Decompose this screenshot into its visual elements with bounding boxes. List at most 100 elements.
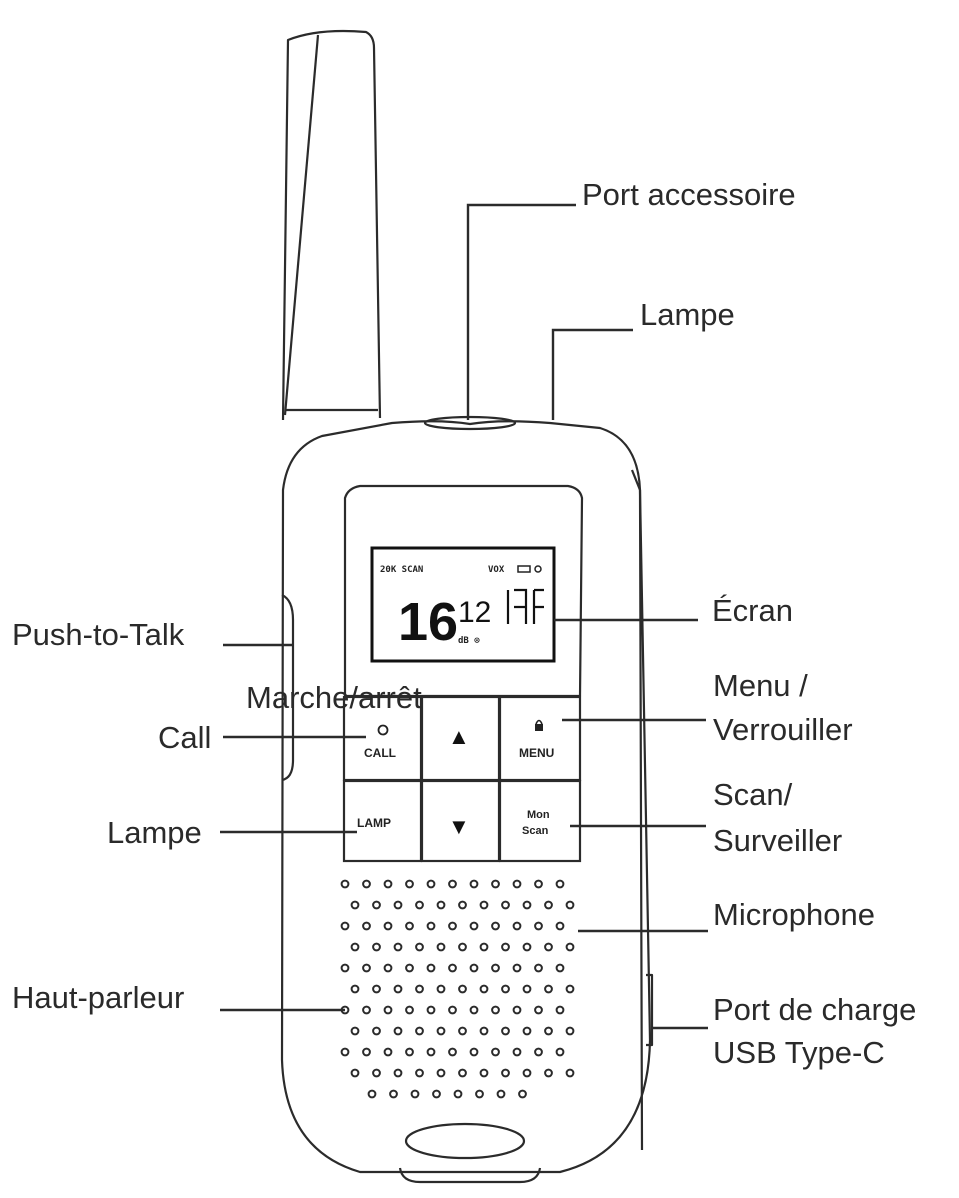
- speaker-grille: [340, 879, 575, 1099]
- speaker-hole: [383, 963, 393, 973]
- menu-button[interactable]: [498, 695, 582, 782]
- speaker-hole: [340, 921, 350, 931]
- speaker-hole: [436, 1068, 446, 1078]
- speaker-hole: [534, 1005, 543, 1015]
- speaker-hole: [405, 921, 414, 931]
- speaker-hole: [565, 984, 575, 994]
- speaker-hole: [415, 1068, 424, 1078]
- speaker-hole: [436, 942, 446, 952]
- label-menu-line1: Menu /: [713, 668, 808, 703]
- speaker-hole: [565, 900, 575, 910]
- lamp-key-label: LAMP: [357, 816, 391, 830]
- lamp-button[interactable]: [342, 779, 423, 863]
- leader-lines: [220, 203, 708, 1030]
- label-menu-line2: Verrouiller: [713, 712, 853, 747]
- speaker-hole: [544, 942, 553, 952]
- speaker-hole: [426, 1047, 436, 1057]
- label-lampe-side: Lampe: [107, 815, 202, 850]
- speaker-hole: [522, 984, 532, 994]
- speaker-hole: [544, 900, 553, 910]
- speaker-hole: [448, 1005, 457, 1015]
- lcd-channel: 16: [398, 592, 458, 652]
- speaker-hole: [415, 984, 424, 994]
- antenna: [281, 29, 382, 421]
- speaker-hole: [426, 1005, 436, 1015]
- label-haut-parleur: Haut-parleur: [12, 980, 184, 1015]
- speaker-hole: [555, 963, 565, 973]
- labels: Port accessoire Lampe Écran Push-to-Talk…: [12, 177, 916, 1070]
- label-charge-line1: Port de charge: [713, 992, 916, 1027]
- down-arrow-icon: ▼: [448, 814, 470, 839]
- speaker-hole: [479, 1068, 489, 1078]
- speaker-hole: [426, 879, 436, 889]
- speaker-hole: [415, 900, 424, 910]
- speaker-hole: [512, 1005, 522, 1015]
- speaker-hole: [383, 879, 393, 889]
- speaker-hole: [496, 1089, 506, 1099]
- screen-area: 20K SCAN VOX 16 12 dB ⊙: [343, 484, 584, 698]
- speaker-hole: [350, 942, 360, 952]
- leader-port-accessoire: [466, 203, 576, 420]
- speaker-hole: [436, 1026, 446, 1036]
- speaker-hole: [340, 879, 350, 889]
- lcd-digits-icon: [506, 588, 544, 624]
- speaker-hole: [555, 921, 565, 931]
- speaker-hole: [426, 963, 436, 973]
- speaker-hole: [405, 879, 414, 889]
- speaker-hole: [458, 984, 467, 994]
- scan-key-label: Scan: [522, 825, 549, 837]
- speaker-hole: [393, 942, 403, 952]
- lcd-sub-small: dB ⊙: [458, 636, 480, 646]
- speaker-hole: [501, 984, 510, 994]
- speaker-hole: [393, 1026, 403, 1036]
- speaker-hole: [544, 984, 553, 994]
- speaker-hole: [389, 1089, 398, 1099]
- speaker-hole: [362, 921, 371, 931]
- speaker-hole: [436, 900, 446, 910]
- speaker-hole: [522, 1026, 532, 1036]
- speaker-hole: [555, 879, 565, 889]
- speaker-hole: [469, 1047, 479, 1057]
- speaker-hole: [415, 1026, 424, 1036]
- lcd-subcode: 12: [458, 596, 491, 629]
- menu-key-label: MENU: [519, 746, 554, 760]
- power-icon: [377, 724, 389, 736]
- speaker-hole: [534, 963, 543, 973]
- label-scan-line1: Scan/: [713, 777, 793, 812]
- speaker-hole: [491, 921, 500, 931]
- keypad: CALL LAMP ▲ ▼ MENU Mon Scan: [342, 695, 582, 863]
- speaker-hole: [383, 1005, 393, 1015]
- speaker-hole: [453, 1089, 463, 1099]
- speaker-hole: [501, 1026, 510, 1036]
- lcd-display: [370, 546, 556, 663]
- speaker-hole: [469, 921, 479, 931]
- speaker-hole: [405, 963, 414, 973]
- speaker-hole: [372, 984, 381, 994]
- down-button[interactable]: [420, 779, 501, 863]
- mon-scan-button[interactable]: [498, 779, 582, 863]
- speaker-hole: [362, 963, 371, 973]
- lock-icon: [535, 724, 543, 731]
- call-key-label: CALL: [364, 746, 396, 760]
- speaker-hole: [491, 879, 500, 889]
- up-arrow-icon: ▲: [448, 724, 470, 749]
- speaker-hole: [350, 1026, 360, 1036]
- speaker-hole: [522, 942, 532, 952]
- speaker-hole: [522, 1068, 532, 1078]
- label-port-accessoire: Port accessoire: [582, 177, 796, 212]
- speaker-hole: [479, 1026, 489, 1036]
- speaker-hole: [415, 942, 424, 952]
- speaker-hole: [405, 1005, 414, 1015]
- speaker-hole: [469, 879, 479, 889]
- speaker-hole: [458, 1068, 467, 1078]
- speaker-hole: [479, 900, 489, 910]
- leader-lampe-top: [551, 328, 633, 420]
- speaker-hole: [372, 1068, 381, 1078]
- speaker-hole: [479, 984, 489, 994]
- speaker-hole: [340, 963, 350, 973]
- speaker-hole: [393, 1068, 403, 1078]
- speaker-hole: [432, 1089, 441, 1099]
- lcd-indicator-right: VOX: [488, 565, 505, 575]
- signal-icon: [534, 565, 542, 573]
